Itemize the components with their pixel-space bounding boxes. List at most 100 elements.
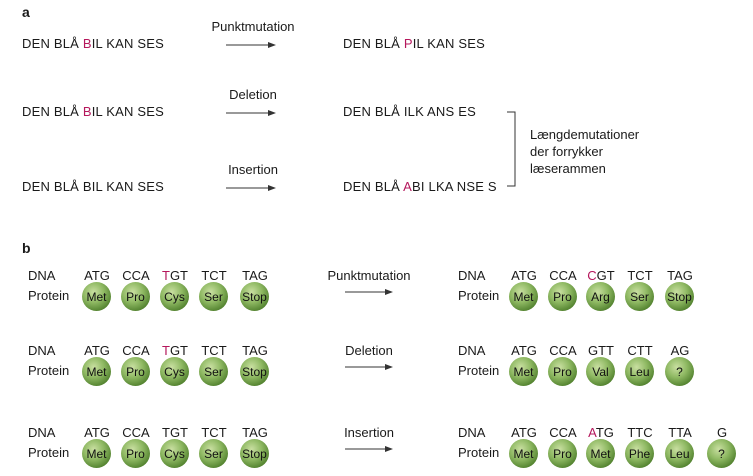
- sequence-text: TGT: [162, 425, 188, 440]
- sequence-text: IL KAN SES: [412, 36, 486, 51]
- codon-original: TCT: [194, 268, 234, 283]
- amino-acid-label: Stop: [242, 289, 267, 304]
- amino-acid-label: Pro: [553, 364, 572, 379]
- note-line-1: Længdemutationer: [530, 127, 640, 142]
- amino-acid-label: Cys: [164, 289, 185, 304]
- amino-acid-label: ?: [718, 446, 725, 461]
- amino-acid-circle: Stop: [665, 282, 694, 311]
- sequence-text: DEN BLÅ: [22, 104, 83, 119]
- sequence-text: DEN BLÅ: [343, 36, 404, 51]
- sequence-text: GT: [169, 343, 188, 358]
- sequence-text: CCA: [549, 425, 577, 440]
- codon-mutated: CTT: [620, 343, 660, 358]
- codon-mutated: CCA: [543, 268, 583, 283]
- mutated-letter: A: [588, 425, 596, 440]
- codon-original: TAG: [235, 425, 275, 440]
- amino-acid-circle: Pro: [548, 282, 577, 311]
- mutated-letter: T: [161, 343, 170, 358]
- amino-acid-label: Val: [592, 364, 609, 379]
- amino-acid-circle: Met: [82, 439, 111, 468]
- amino-acid-label: Ser: [204, 289, 223, 304]
- amino-acid-circle: Val: [586, 357, 615, 386]
- amino-acid-label: Pro: [126, 364, 145, 379]
- amino-acid-label: Met: [513, 289, 534, 304]
- amino-acid-label: Cys: [164, 446, 185, 461]
- dna-row-label: DNA: [458, 343, 486, 358]
- mutated-letter: C: [587, 268, 597, 283]
- amino-acid-circle: Met: [82, 357, 111, 386]
- codon-mutated: ATG: [504, 343, 544, 358]
- dna-row-label: DNA: [28, 268, 56, 283]
- sequence-text: DEN BLÅ ILK ANS ES: [343, 104, 476, 119]
- sequence-text: ATG: [511, 425, 537, 440]
- mutation-arrow: [226, 185, 276, 191]
- amino-acid-circle: Cys: [160, 439, 189, 468]
- codon-original: TCT: [194, 425, 234, 440]
- codon-original: TGT: [155, 268, 195, 283]
- sequence-text: TCT: [201, 268, 227, 283]
- sequence-text: DEN BLÅ: [22, 36, 83, 51]
- codon-original: CCA: [116, 425, 156, 440]
- protein-row-label: Protein: [28, 288, 70, 303]
- sequence-text: ATG: [511, 343, 537, 358]
- mutated-letter: A: [403, 179, 413, 194]
- mutated-letter: T: [161, 268, 170, 283]
- sequence-text: AG: [670, 343, 690, 358]
- sequence-text: DEN BLÅ: [343, 179, 404, 194]
- codon-original: TAG: [235, 268, 275, 283]
- sequence-text: G: [716, 425, 728, 440]
- sequence-text: TAG: [242, 268, 268, 283]
- sequence-text: CTT: [627, 343, 653, 358]
- mutation-arrow: [345, 446, 393, 452]
- amino-acid-circle: Ser: [199, 282, 228, 311]
- amino-acid-label: Arg: [591, 289, 610, 304]
- mutation-type-label: Deletion: [229, 87, 277, 102]
- amino-acid-circle: Arg: [586, 282, 615, 311]
- amino-acid-circle: Phe: [625, 439, 654, 468]
- amino-acid-circle: Ser: [199, 439, 228, 468]
- mutation-type-label: Punktmutation: [211, 19, 295, 34]
- mutation-type-label: Insertion: [344, 425, 394, 440]
- amino-acid-circle: Leu: [625, 357, 654, 386]
- sequence-text: TG: [595, 425, 614, 440]
- codon-mutated: ATG: [504, 268, 544, 283]
- amino-acid-circle: Stop: [240, 357, 269, 386]
- amino-acid-circle: Ser: [625, 282, 654, 311]
- amino-acid-circle: ?: [665, 357, 694, 386]
- protein-row-label: Protein: [28, 445, 70, 460]
- codon-mutated: TTC: [620, 425, 660, 440]
- amino-acid-label: Met: [86, 364, 107, 379]
- sequence-text: CCA: [122, 425, 150, 440]
- codon-original: TAG: [235, 343, 275, 358]
- codon-original: CCA: [116, 268, 156, 283]
- sequence-text: CCA: [122, 343, 150, 358]
- amino-acid-circle: Pro: [121, 439, 150, 468]
- protein-row-label: Protein: [458, 288, 500, 303]
- amino-acid-label: Stop: [242, 364, 267, 379]
- amino-acid-label: Met: [513, 446, 534, 461]
- codon-original: ATG: [77, 343, 117, 358]
- sequence-text: TCT: [627, 268, 653, 283]
- sequence-text: ATG: [84, 425, 110, 440]
- mutation-type-label: Insertion: [228, 162, 278, 177]
- original-sequence: DEN BLÅ BIL KAN SES: [22, 36, 164, 51]
- sequence-text: BI LKA NSE S: [412, 179, 497, 194]
- sequence-text: CCA: [122, 268, 150, 283]
- mutation-type-label: Deletion: [345, 343, 393, 358]
- mutation-arrow: [226, 42, 276, 48]
- sequence-text: IL KAN SES: [91, 36, 165, 51]
- mutation-arrow: [345, 364, 393, 370]
- sequence-text: ATG: [84, 343, 110, 358]
- sequence-text: DEN BLÅ BIL KAN SES: [22, 179, 165, 194]
- sequence-text: ATG: [511, 268, 537, 283]
- amino-acid-circle: Stop: [240, 282, 269, 311]
- sequence-text: GT: [169, 268, 188, 283]
- sequence-text: TCT: [201, 425, 227, 440]
- dna-row-label: DNA: [28, 343, 56, 358]
- original-sequence: DEN BLÅ BIL KAN SES: [22, 179, 164, 194]
- amino-acid-label: Ser: [204, 446, 223, 461]
- codon-mutated: TCT: [620, 268, 660, 283]
- sequence-text: ATG: [84, 268, 110, 283]
- amino-acid-label: Met: [86, 446, 107, 461]
- amino-acid-label: Ser: [204, 364, 223, 379]
